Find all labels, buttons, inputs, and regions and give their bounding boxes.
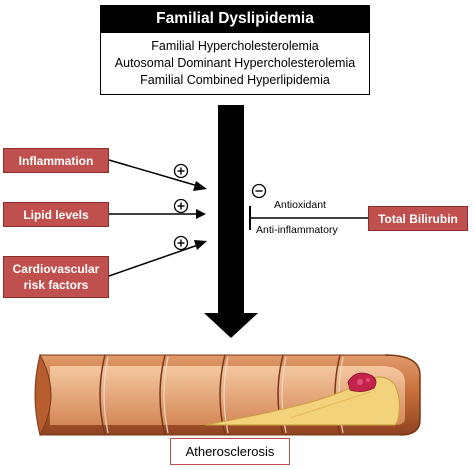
plus-icon-cv-risk xyxy=(173,235,189,251)
inflammation-box: Inflammation xyxy=(3,148,109,173)
plus-icon-inflammation xyxy=(173,163,189,179)
cv-risk-arrow xyxy=(108,240,207,277)
anti-inflammatory-label: Anti-inflammatory xyxy=(256,224,338,236)
inflammation-label: Inflammation xyxy=(18,153,94,168)
bilirubin-label: Total Bilirubin xyxy=(378,211,458,226)
bilirubin-box: Total Bilirubin xyxy=(368,206,468,231)
inflammation-arrow xyxy=(108,159,207,191)
cv-risk-label-line2: risk factors xyxy=(23,278,89,292)
lipid-levels-box: Lipid levels xyxy=(3,202,109,227)
atherosclerosis-label: Atherosclerosis xyxy=(185,444,275,459)
conditions-box: Familial Hypercholesterolemia Autosomal … xyxy=(100,33,370,95)
condition-item: Familial Hypercholesterolemia xyxy=(151,39,319,53)
diagram-title: Familial Dyslipidemia xyxy=(156,10,314,27)
lipid-arrow xyxy=(109,209,206,219)
antioxidant-label: Antioxidant xyxy=(274,199,326,211)
plus-icon-lipid xyxy=(173,198,189,214)
condition-item: Familial Combined Hyperlipidemia xyxy=(140,73,330,87)
title-box: Familial Dyslipidemia xyxy=(100,5,370,33)
artery-illustration xyxy=(34,353,421,437)
cv-risk-box: Cardiovascular risk factors xyxy=(3,256,109,298)
atherosclerosis-box: Atherosclerosis xyxy=(170,438,290,465)
minus-icon xyxy=(251,183,267,199)
inhibition-line xyxy=(249,206,368,230)
condition-item: Autosomal Dominant Hypercholesterolemia xyxy=(114,56,356,70)
main-down-arrow xyxy=(204,105,258,338)
cv-risk-label-line1: Cardiovascular xyxy=(12,262,100,276)
lipid-levels-label: Lipid levels xyxy=(23,207,89,222)
